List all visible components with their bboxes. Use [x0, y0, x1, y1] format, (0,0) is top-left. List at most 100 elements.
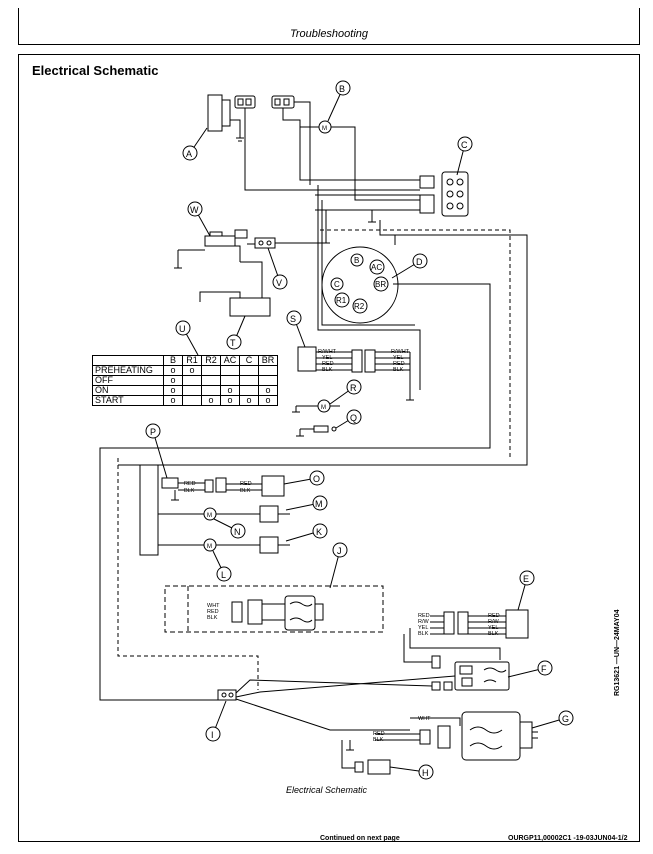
terminal-c: C	[334, 280, 340, 289]
table-header-cell: BR	[258, 355, 278, 366]
footer-continued: Continued on next page	[320, 835, 400, 842]
wire-label: BLK	[184, 488, 195, 494]
component-w	[174, 229, 255, 269]
svg-text:M: M	[207, 513, 212, 519]
callout-p: P	[150, 427, 156, 437]
table-header-cell: C	[239, 355, 259, 366]
callout-i: I	[211, 730, 214, 740]
wire-label: BLK	[207, 615, 218, 621]
wire-label: BLK	[418, 631, 429, 637]
wire-label: YEL	[488, 625, 498, 631]
terminal-ac: AC	[371, 263, 382, 272]
component-p	[139, 464, 285, 556]
wire-label: BLK	[373, 737, 384, 743]
svg-text:M: M	[321, 405, 326, 411]
callout-v: V	[276, 278, 282, 288]
terminal-r2: R2	[354, 302, 365, 311]
wire-label: RED	[393, 361, 405, 367]
figure-caption: Electrical Schematic	[285, 785, 368, 795]
component-v	[254, 237, 330, 249]
component-n: M	[158, 505, 290, 523]
component-t	[199, 261, 271, 317]
callout-h: H	[422, 768, 429, 778]
callout-k: K	[316, 527, 322, 537]
callout-f: F	[541, 664, 547, 674]
callout-o: O	[313, 474, 320, 484]
callout-m: M	[315, 499, 323, 509]
wire-label: BLK	[240, 488, 251, 494]
wire-label: YEL	[393, 355, 403, 361]
wire-label: R/W	[488, 619, 500, 625]
callouts: A B C D E F G H I J K L	[145, 80, 574, 780]
callout-q: Q	[350, 413, 357, 423]
component-r: M	[292, 399, 340, 413]
wire-label: BLK	[488, 631, 499, 637]
wire-label: BLK	[322, 367, 333, 373]
callout-d: D	[416, 257, 423, 267]
table-header-cell: R2	[201, 355, 221, 366]
wire-label: RED	[418, 613, 430, 619]
wire-label: BLK	[393, 367, 404, 373]
page-header-title: Troubleshooting	[289, 28, 369, 40]
callout-u: U	[179, 324, 186, 334]
table-row-label: OFF	[92, 375, 164, 386]
callout-r: R	[350, 383, 357, 393]
component-g	[346, 711, 538, 761]
callout-t: T	[230, 338, 236, 348]
component-c	[315, 171, 469, 223]
table-header-cell: AC	[220, 355, 240, 366]
section-title: Electrical Schematic	[32, 63, 159, 78]
wire-label: R/WHT	[391, 349, 410, 355]
wire-label: YEL	[418, 625, 428, 631]
svg-text:M: M	[322, 126, 327, 132]
callout-w: W	[190, 205, 199, 215]
component-h	[341, 740, 391, 775]
component-f	[431, 655, 510, 691]
wire-label: RED	[322, 361, 334, 367]
component-a	[207, 94, 420, 191]
svg-text:M: M	[207, 544, 212, 550]
table-cell	[92, 355, 164, 366]
terminal-r1: R1	[336, 296, 347, 305]
wire-label: WHT	[207, 603, 220, 609]
content-frame	[18, 54, 640, 842]
table-row-label: START	[92, 395, 164, 406]
side-figure-code: RG13621 —UN—24MAY04	[614, 609, 621, 696]
callout-g: G	[562, 714, 569, 724]
component-q	[296, 425, 337, 437]
wire-label: RED	[184, 481, 196, 487]
component-i	[217, 675, 456, 731]
component-b: M	[300, 120, 420, 201]
table-row-label: PREHEATING	[92, 365, 164, 376]
callout-s: S	[290, 314, 296, 324]
wire-label: RED	[240, 481, 252, 487]
switch-terminals: B AC BR C R1 R2	[330, 253, 389, 314]
wire-labels: R/WHT YEL RED BLK R/WHT YEL RED BLK RED …	[184, 349, 500, 743]
callout-b: B	[339, 84, 345, 94]
callout-e: E	[523, 574, 529, 584]
wire-label: YEL	[322, 355, 332, 361]
wire-label: RED	[373, 731, 385, 737]
table-header-cell: B	[163, 355, 183, 366]
wire-label: RED	[207, 609, 219, 615]
wire-label: R/W	[418, 619, 430, 625]
table-row: OFF o	[92, 375, 278, 386]
wire-label: WHT	[418, 716, 431, 722]
callout-l: L	[221, 570, 226, 580]
terminal-br: BR	[375, 280, 386, 289]
component-j	[164, 585, 384, 633]
wire-label: R/WHT	[318, 349, 337, 355]
table-row-label: ON	[92, 385, 164, 396]
component-l: M	[158, 536, 290, 554]
callout-j: J	[337, 546, 342, 556]
table-header-row: B R1 R2 AC C BR	[92, 355, 278, 366]
callout-c: C	[461, 140, 468, 150]
callout-n: N	[234, 527, 241, 537]
footer-code: OURGP11,00002C1 -19-03JUN04-1/2	[508, 835, 628, 842]
terminal-b: B	[354, 256, 359, 265]
